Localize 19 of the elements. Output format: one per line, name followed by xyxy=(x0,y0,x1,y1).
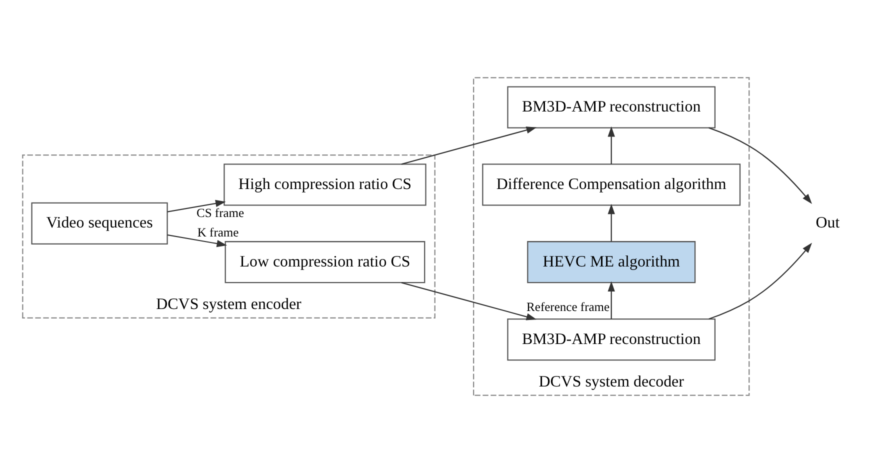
arrow xyxy=(401,282,537,320)
node-box: BM3D-AMP reconstruction xyxy=(507,318,716,361)
edge-label: K frame xyxy=(197,225,239,240)
node-box: Difference Compensation algorithm xyxy=(482,164,741,206)
node-box: High compression ratio CS xyxy=(224,164,426,206)
node-box: Video sequences xyxy=(31,202,168,244)
arrow xyxy=(708,127,812,204)
edge-label: CS frame xyxy=(196,206,244,220)
node-box: BM3D-AMP reconstruction xyxy=(507,86,716,128)
node-text: Out xyxy=(816,214,840,232)
arrow xyxy=(708,242,812,320)
arrow xyxy=(167,234,228,248)
arrow xyxy=(608,281,615,319)
arrow xyxy=(167,200,226,212)
node-box: Low compression ratio CS xyxy=(224,241,426,284)
arrow xyxy=(608,204,615,242)
arrow xyxy=(608,126,615,164)
edge-label: Reference frame xyxy=(526,300,610,314)
node-box: HEVC ME algorithm xyxy=(527,241,696,284)
